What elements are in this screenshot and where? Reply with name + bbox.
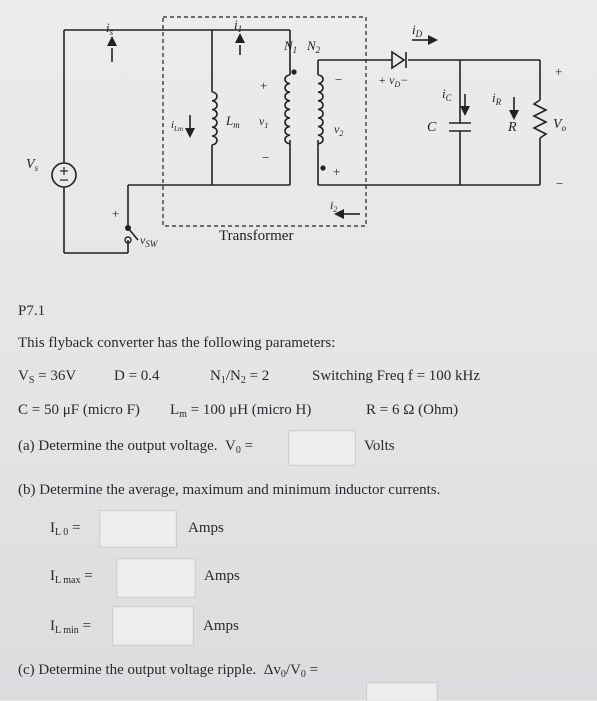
label-v2: v2 [334, 122, 343, 138]
label-vs: Vs [26, 157, 39, 173]
label-v1-plus: + [260, 78, 267, 93]
il0-answer-input[interactable] [99, 510, 177, 548]
flyback-circuit-diagram: is i1 N1 N2 iD + vD− iC iR + − iLm Lm v1… [26, 16, 567, 255]
label-out-minus: − [556, 176, 563, 191]
param-r: R = 6 Ω (Ohm) [366, 402, 459, 418]
ilmin-label: IL min = [50, 618, 92, 636]
param-lm: Lm = 100 μH (micro H) [170, 402, 312, 420]
question-b: (b) Determine the average, maximum and m… [18, 482, 441, 498]
label-i2: i2 [330, 198, 337, 214]
label-c: C [427, 120, 437, 135]
label-v2-plus: + [333, 164, 340, 179]
label-sw-minus: − [112, 248, 119, 255]
vo-unit: Volts [364, 438, 395, 454]
param-vs: VS = 36V [18, 368, 77, 386]
label-out-plus: + [555, 64, 562, 79]
label-id: iD [412, 22, 423, 39]
question-a: (a) Determine the output voltage. V0 = [18, 438, 254, 456]
label-lm: Lm [225, 113, 240, 130]
label-is: is [106, 20, 114, 37]
label-n1: N1 [283, 38, 297, 55]
ilmin-answer-input[interactable] [112, 606, 194, 646]
ilmin-unit: Amps [203, 618, 239, 634]
param-d: D = 0.4 [114, 368, 160, 384]
param-freq: Switching Freq f = 100 kHz [312, 368, 481, 384]
ilmax-unit: Amps [204, 568, 240, 584]
problem-intro: This flyback converter has the following… [18, 335, 336, 351]
param-c: C = 50 μF (micro F) [18, 402, 140, 418]
problem-id: P7.1 [18, 303, 46, 319]
vo-answer-input[interactable] [288, 430, 356, 466]
ilmax-answer-input[interactable] [116, 558, 196, 598]
label-v1-minus: − [262, 150, 269, 165]
label-ic: iC [442, 86, 453, 103]
label-sw-plus: + [112, 206, 119, 221]
label-vo: Vo [553, 117, 567, 133]
label-r: R [507, 120, 517, 135]
question-c: (c) Determine the output voltage ripple.… [18, 662, 319, 680]
label-v2-minus: − [335, 72, 342, 87]
ripple-answer-input[interactable] [366, 682, 438, 701]
param-turns-ratio: N1/N2 = 2 [210, 368, 270, 386]
il0-unit: Amps [188, 520, 224, 536]
label-n2: N2 [306, 38, 321, 55]
ilmax-label: IL max = [50, 568, 93, 586]
label-ir: iR [492, 90, 502, 107]
label-ilm: iLm [171, 119, 183, 133]
label-transformer: Transformer [219, 228, 293, 244]
label-vsw: vSW [140, 233, 159, 249]
label-i1: i1 [234, 17, 242, 34]
label-vd: + vD− [378, 73, 408, 89]
label-v1: v1 [259, 114, 268, 130]
il0-label: IL 0 = [50, 520, 81, 538]
